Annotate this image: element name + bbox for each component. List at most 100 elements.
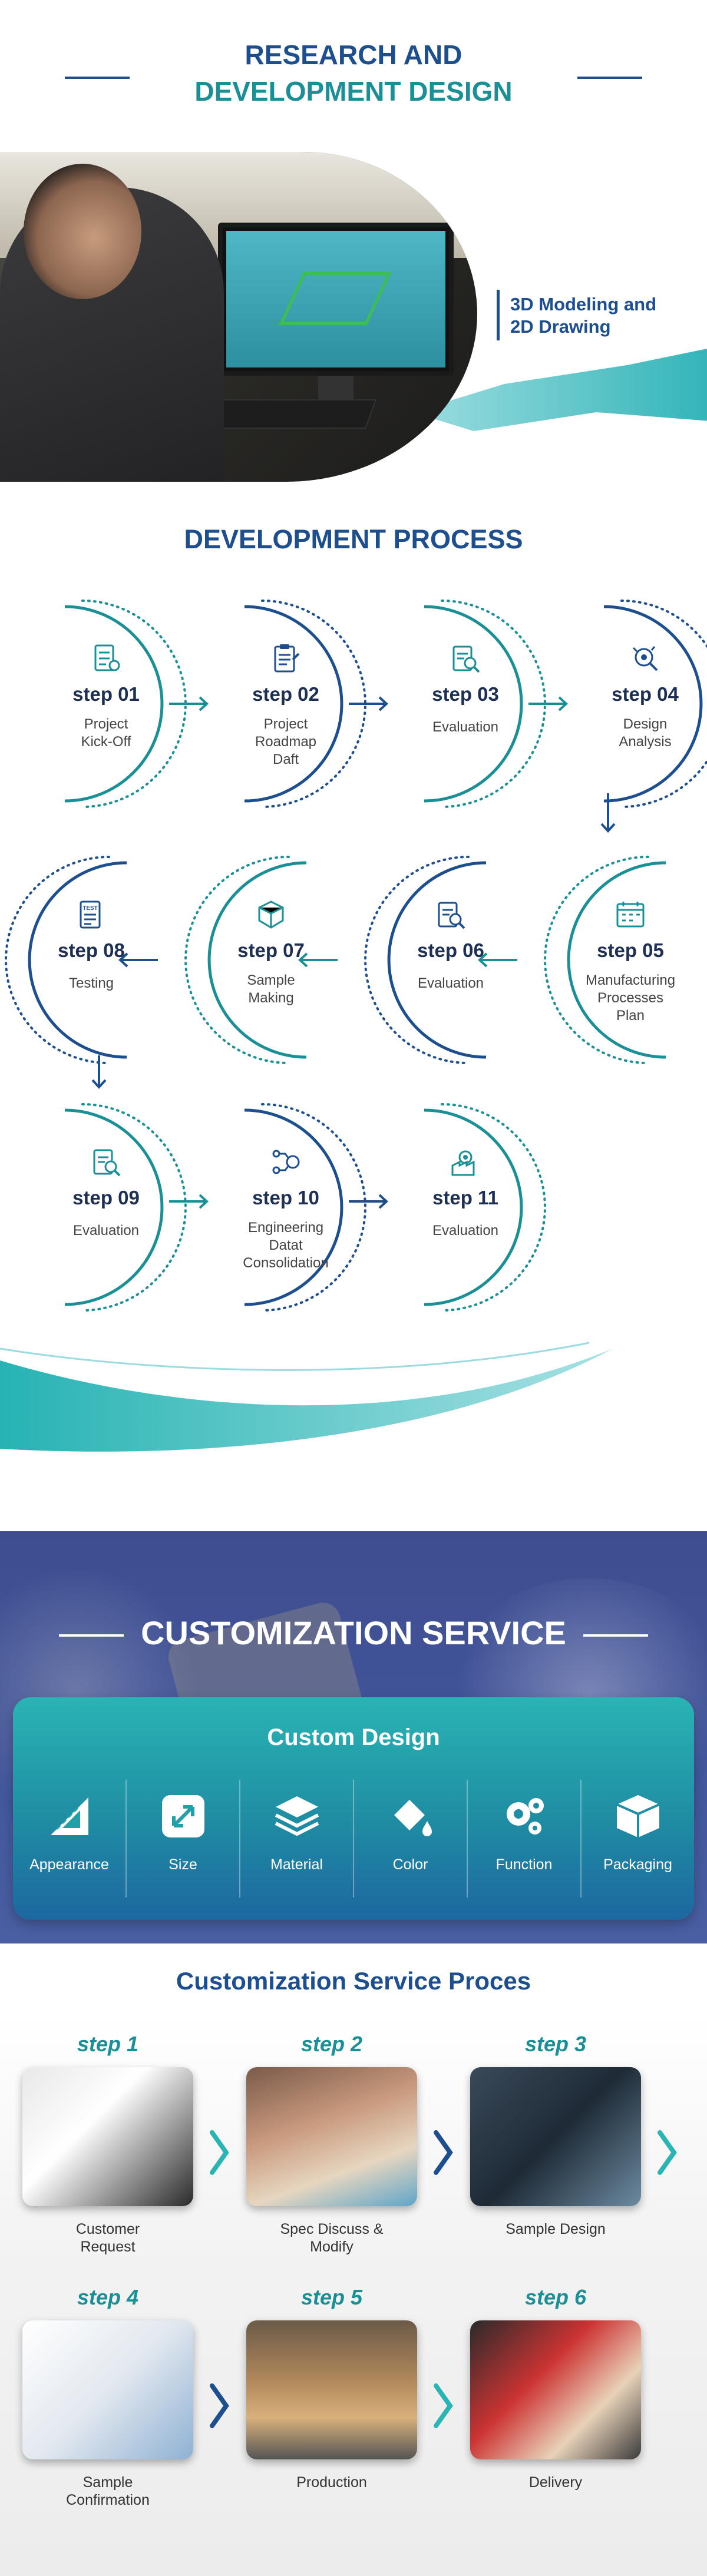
step-number: step 10	[252, 1187, 319, 1208]
step-label: Evaluation	[72, 1223, 140, 1239]
custom-option-appearance[interactable]: Appearance	[13, 1780, 125, 1898]
development-process-title: DEVELOPMENT PROCESS	[184, 524, 523, 554]
evaluation-icon	[90, 1145, 123, 1178]
calendar-plan-icon	[614, 898, 647, 931]
customer-request-photo	[22, 2067, 193, 2206]
test-document-icon: TEST	[75, 898, 108, 931]
step-arc	[64, 1103, 187, 1312]
custom-option-function[interactable]: Function	[467, 1780, 580, 1898]
step-number: step 03	[432, 683, 499, 705]
chevron-right-icon	[210, 2383, 229, 2428]
process-arrow-icon	[91, 1055, 107, 1089]
service-step-number: step 3	[524, 2032, 587, 2056]
hero-photo-engineer-at-computer	[0, 152, 477, 482]
process-arrow-icon	[118, 952, 158, 968]
step-arc	[244, 600, 366, 808]
engineering-nodes-icon	[269, 1145, 302, 1178]
process-step: step 11 Evaluation	[401, 1101, 554, 1313]
title-divider-right	[577, 77, 642, 79]
step-number: step 01	[72, 683, 140, 705]
title-divider-left	[65, 77, 130, 79]
service-step-caption: Sample Design	[506, 2221, 606, 2237]
process-arrow-icon	[349, 696, 388, 711]
custom-option-label: Function	[495, 1856, 553, 1873]
chevron-right-icon	[434, 2130, 453, 2175]
spec-discuss-photo	[246, 2067, 417, 2206]
step-number: step 11	[432, 1187, 498, 1208]
box-icon	[616, 1795, 660, 1837]
service-step: step 3 Sample Design	[470, 2032, 641, 2267]
custom-option-label: Packaging	[603, 1856, 672, 1873]
sample-design-photo	[470, 2067, 641, 2206]
ruler-triangle-icon	[50, 1797, 88, 1835]
customization-title: CUSTOMIZATION SERVICE	[141, 1614, 566, 1651]
process-arrow-icon	[600, 793, 616, 833]
process-arrow-icon	[528, 696, 568, 711]
service-step-caption: Spec Discuss &Modify	[280, 2221, 384, 2255]
chevron-right-icon	[658, 2130, 677, 2175]
step-number: step 09	[72, 1187, 140, 1208]
process-arrow-icon	[169, 1194, 209, 1209]
step-arc	[64, 600, 187, 808]
clipboard-icon	[269, 642, 302, 675]
rd-title: RESEARCH AND DEVELOPMENT DESIGN	[0, 37, 707, 110]
step-number: step 04	[612, 683, 679, 705]
custom-option-size[interactable]: Size	[125, 1780, 239, 1898]
custom-design-card: Custom Design Appearance Size Material Colo…	[13, 1697, 694, 1920]
service-step-caption: Production	[296, 2474, 367, 2491]
step-number: step 06	[417, 939, 484, 961]
step-arc	[424, 600, 546, 808]
custom-design-title: Custom Design	[267, 1724, 440, 1750]
step-arc	[544, 856, 666, 1064]
hero-banner: 3D Modeling and 2D Drawing	[0, 152, 707, 482]
custom-option-label: Size	[169, 1856, 197, 1873]
hero-caption-bar	[497, 290, 500, 340]
layers-icon	[275, 1796, 319, 1836]
custom-option-material[interactable]: Material	[239, 1780, 353, 1898]
production-photo	[246, 2320, 417, 2459]
factory-gear-icon	[449, 1145, 482, 1178]
evaluation-icon	[449, 642, 482, 675]
step-arc	[5, 856, 127, 1064]
design-analysis-icon	[629, 642, 662, 675]
evaluation-icon	[434, 898, 467, 931]
cs-divider-right	[583, 1634, 648, 1637]
process-arrow-icon	[478, 952, 517, 968]
step-label: Evaluation	[432, 719, 499, 735]
delivery-photo	[470, 2320, 641, 2459]
cs-divider-left	[59, 1634, 124, 1637]
service-step-number: step 1	[77, 2032, 139, 2056]
sample-confirmation-photo	[22, 2320, 193, 2459]
hero-caption: 3D Modeling and 2D Drawing	[510, 293, 656, 338]
chevron-right-icon	[434, 2383, 453, 2428]
custom-option-color[interactable]: Color	[353, 1780, 467, 1898]
chevron-right-icon	[210, 2130, 229, 2175]
custom-option-packaging[interactable]: Packaging	[580, 1780, 694, 1898]
service-process-title: Customization Service Proces	[176, 1967, 531, 1995]
svg-text:TEST: TEST	[82, 905, 98, 912]
resize-icon	[161, 1795, 204, 1837]
step-number: step 07	[237, 939, 305, 961]
service-step-number: step 5	[300, 2285, 363, 2309]
service-step: step 5 Production	[246, 2285, 417, 2521]
custom-option-label: Material	[270, 1856, 323, 1873]
process-arrow-icon	[298, 952, 338, 968]
step-label: Evaluation	[432, 1223, 499, 1239]
custom-option-label: Appearance	[29, 1856, 109, 1873]
step-arc	[244, 1103, 366, 1312]
rd-title-line2: DEVELOPMENT DESIGN	[194, 76, 513, 107]
service-step-number: step 2	[300, 2032, 363, 2056]
